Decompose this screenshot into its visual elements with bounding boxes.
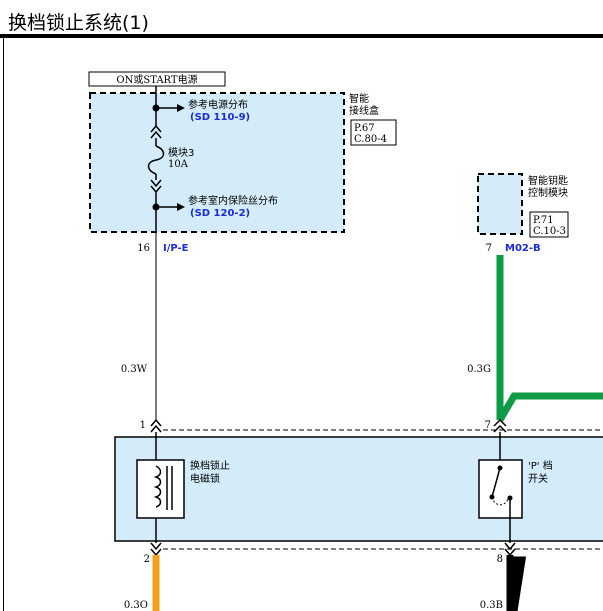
- solenoid-label-1: 换档锁止: [190, 459, 230, 472]
- fuse-connector-chevron-bottom-1: [150, 179, 162, 188]
- fuse-connector-chevron-top-2: [150, 130, 162, 139]
- left-mid-chevron-1: [150, 418, 162, 427]
- right-mid-chevron-1: [493, 418, 507, 427]
- ref-fuse-code: (SD 120-2): [190, 208, 250, 219]
- ref-arrow-head-top: [177, 104, 185, 112]
- smart-key-module-box: [477, 173, 523, 235]
- right-pin-mid: 7: [485, 420, 491, 431]
- left-connector-code: I/P-E: [163, 243, 189, 254]
- wire-label-right-lower: 0.3B: [480, 600, 503, 611]
- switch-blade: [491, 467, 501, 498]
- smart-key-name-1: 智能钥匙: [528, 174, 568, 187]
- solenoid-box: [136, 459, 185, 519]
- junction-box-name-2: 接线盒: [349, 104, 379, 117]
- left-pin-top: 16: [137, 243, 150, 254]
- smart-key-ref-box: [529, 211, 569, 238]
- fuse-symbol: [147, 145, 165, 175]
- right-pin-bottom: 8: [497, 554, 503, 565]
- wire-label-left-lower: 0.3O: [124, 600, 148, 611]
- switch-label-2: 开关: [528, 472, 548, 485]
- smart-key-name-2: 控制模块: [528, 186, 568, 199]
- diagram-header: 换档锁止系统(1): [0, 0, 603, 38]
- switch-label-1: 'P' 档: [528, 459, 553, 472]
- junction-box-ref-box: [350, 119, 397, 146]
- solenoid-label-2: 电磁锁: [190, 472, 220, 485]
- ref-fuse-text: 参考室内保险丝分布: [188, 194, 278, 207]
- left-bottom-chevron-1: [150, 542, 162, 551]
- left-pin-bottom: 2: [144, 554, 150, 565]
- frame-border: [3, 38, 4, 611]
- smart-key-conn-ref: C.10-3: [533, 226, 566, 237]
- smart-key-page-ref: P.71: [533, 215, 554, 226]
- ref-power-code: (SD 110-9): [190, 112, 250, 123]
- smart-junction-box: [89, 92, 345, 233]
- junction-box-name-1: 智能: [349, 92, 369, 105]
- power-source-box: [88, 71, 226, 87]
- page-title: 换档锁止系统(1): [8, 12, 149, 34]
- wire-label-left-upper: 0.3W: [121, 364, 148, 375]
- ref-arrow-head-bottom: [177, 203, 185, 211]
- left-mid-chevron-2: [150, 424, 162, 433]
- right-pin-top: 7: [486, 243, 492, 254]
- solenoid-coil: [153, 465, 162, 508]
- right-mid-chevron-2: [493, 424, 507, 433]
- shift-lock-module-box: [114, 436, 603, 542]
- wire-black: [506, 555, 527, 611]
- power-source-label: ON或START电源: [116, 73, 197, 86]
- right-connector-code: M02-B: [505, 243, 541, 254]
- wire-green: [496, 255, 603, 422]
- right-bottom-chevron-1: [504, 542, 516, 551]
- left-pin-mid: 1: [140, 420, 146, 431]
- fuse-rating: 10A: [168, 159, 189, 170]
- ref-power-text: 参考电源分布: [188, 98, 248, 111]
- switch-linkage: [491, 496, 509, 506]
- fuse-connector-chevron-top-1: [150, 124, 162, 133]
- junction-box-conn-ref: C.80-4: [354, 134, 387, 145]
- wire-label-right-upper: 0.3G: [467, 364, 491, 375]
- fuse-name: 模块3: [168, 147, 194, 159]
- junction-box-page-ref: P.67: [354, 123, 375, 134]
